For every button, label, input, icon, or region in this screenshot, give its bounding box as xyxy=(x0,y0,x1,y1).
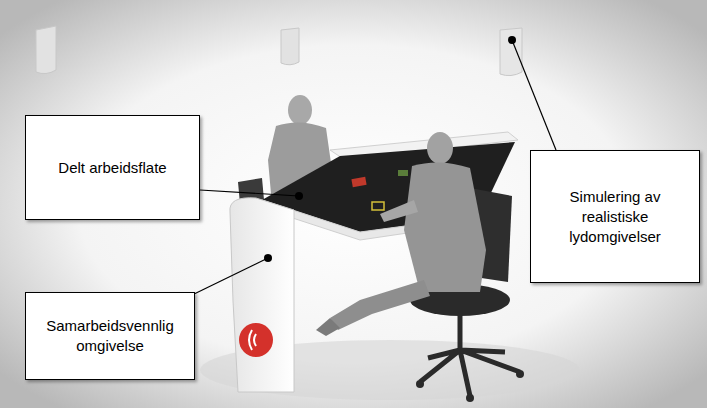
leader-line xyxy=(190,258,268,296)
callout-box: Simulering av realistiske lydomgivelser xyxy=(530,150,700,283)
callout-box: Delt arbeidsflate xyxy=(25,115,200,220)
card xyxy=(351,177,366,187)
callout-text: Delt arbeidsflate xyxy=(58,158,166,178)
leader-line xyxy=(512,40,556,150)
logo xyxy=(249,330,256,350)
callout-text: Simulering av realistiske lydomgivelser xyxy=(556,187,674,247)
speaker xyxy=(36,26,56,74)
callout-text: Samarbeidsvennlig omgivelse xyxy=(38,316,182,356)
desk-leg xyxy=(230,198,294,392)
person xyxy=(380,200,418,222)
callout-box: Samarbeidsvennlig omgivelse xyxy=(25,292,195,380)
person xyxy=(316,318,340,336)
leader-dot xyxy=(508,36,516,44)
card xyxy=(398,170,408,176)
person xyxy=(404,162,486,292)
leader-dot xyxy=(295,192,303,200)
chair xyxy=(516,370,524,378)
person xyxy=(330,280,430,330)
speaker xyxy=(281,28,299,65)
person xyxy=(288,95,312,125)
speaker xyxy=(500,28,522,76)
leader-dot xyxy=(264,254,272,262)
chair xyxy=(416,380,424,388)
logo xyxy=(239,323,273,357)
person xyxy=(427,132,453,164)
card xyxy=(372,202,384,210)
chair xyxy=(466,394,474,402)
chair xyxy=(420,312,520,396)
leader-line xyxy=(200,190,299,196)
